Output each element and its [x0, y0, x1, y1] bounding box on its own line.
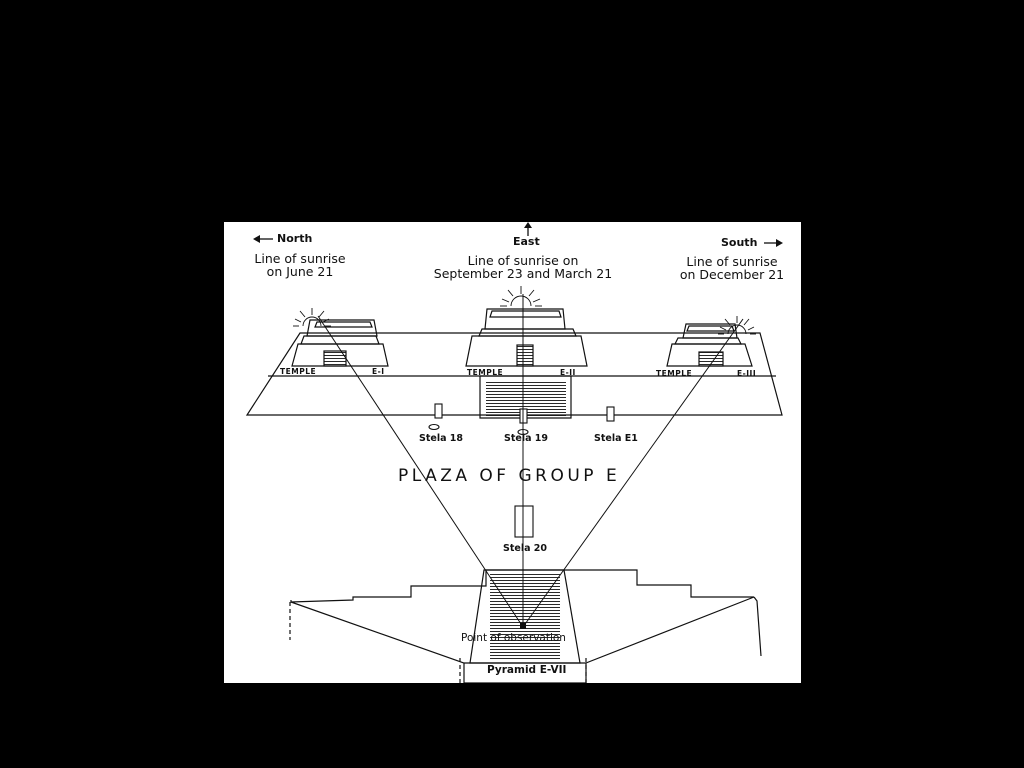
sightline-june [317, 315, 524, 628]
stela-19-label: Stela 19 [504, 433, 549, 444]
altar-stela-18-marker [428, 423, 440, 431]
plaza-platform [245, 332, 783, 416]
pyramid-label: Pyramid E-VII [487, 664, 567, 676]
plaza-title: PLAZA OF GROUP E [398, 466, 621, 486]
temple-e-iii-word: TEMPLE [656, 369, 693, 378]
temple-e-ii-grand-stairway [479, 375, 572, 419]
sun-icon-december [718, 316, 756, 335]
temple-e-i-word: TEMPLE [280, 367, 317, 376]
stela-18-marker [434, 403, 443, 419]
direction-north: North [277, 232, 313, 245]
sun-icon-june [293, 308, 331, 327]
stela-20-marker [514, 505, 534, 538]
stela-18-label: Stela 18 [419, 433, 464, 444]
temple-e-i-code: E-I [372, 367, 385, 376]
sun-icon-group [293, 286, 756, 335]
group-e-diagram: North East South Line of sunrise on June… [224, 222, 801, 683]
sightlines [317, 294, 744, 628]
temple-e-i-drawing [291, 319, 389, 367]
stela-20-label: Stela 20 [503, 543, 548, 554]
caption-december: Line of sunrise on December 21 [679, 254, 785, 282]
stela-e1-label: Stela E1 [594, 433, 638, 444]
temple-e-ii-drawing [465, 308, 588, 419]
pyramid-e-vii-drawing [289, 569, 762, 683]
temple-e-iii-code: E-III [737, 369, 757, 378]
observation-point-marker [520, 623, 526, 629]
temple-e-iii-drawing [666, 323, 753, 367]
direction-east: East [513, 235, 540, 248]
observation-label: Point of observation [461, 632, 566, 644]
sun-icon-equinox [500, 286, 542, 307]
caption-june: Line of sunrise on June 21 [254, 251, 346, 279]
diagram-drawing [245, 222, 783, 683]
temple-e-ii-code: E-II [560, 368, 576, 377]
arrow-up-icon [524, 222, 532, 236]
temple-e-ii-word: TEMPLE [467, 368, 504, 377]
direction-south: South [721, 236, 758, 249]
arrow-right-icon [764, 239, 783, 247]
arrow-left-icon [253, 235, 273, 243]
stela-e1-marker [606, 406, 615, 422]
caption-equinox: Line of sunrise on September 23 and Marc… [433, 253, 613, 281]
sightline-december [522, 318, 744, 628]
